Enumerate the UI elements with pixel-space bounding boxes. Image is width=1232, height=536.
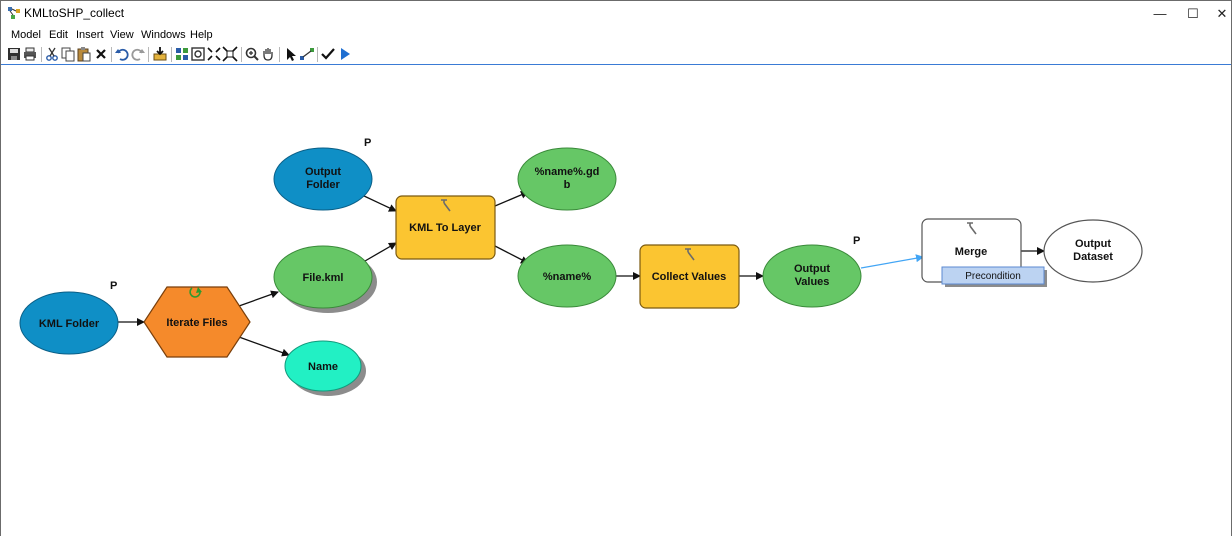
- fixed-zoom-in-icon[interactable]: [206, 46, 222, 62]
- maximize-icon: ☐: [1187, 5, 1199, 21]
- connector-output-values-precondition[interactable]: [860, 254, 924, 269]
- toolbar-separator: [317, 47, 318, 62]
- model-builder-app-icon: [8, 7, 20, 19]
- connector-output-folder-to-kml-to-layer[interactable]: [361, 194, 397, 212]
- hammer-icon: [967, 222, 977, 235]
- cut-icon[interactable]: [44, 46, 60, 62]
- node-name-variable[interactable]: %name%: [517, 244, 617, 308]
- toolbar-separator: [41, 47, 42, 62]
- window-title: KMLtoSHP_collect: [24, 6, 125, 20]
- connector-iterate-to-file-kml[interactable]: [238, 290, 279, 307]
- menu-windows[interactable]: Windows: [141, 29, 186, 41]
- node-name-gdb[interactable]: %name%.gd b: [517, 147, 617, 211]
- output-dataset-label-2: Dataset: [1073, 251, 1113, 263]
- name-gdb-label-1: %name%.gd: [535, 166, 600, 178]
- node-collect-values[interactable]: Collect Values: [639, 244, 740, 309]
- menu-insert[interactable]: Insert: [76, 29, 104, 41]
- kml-folder-label: KML Folder: [39, 318, 100, 330]
- add-data-icon[interactable]: [152, 46, 168, 62]
- collect-values-label: Collect Values: [652, 271, 727, 283]
- fixed-zoom-out-icon[interactable]: [222, 46, 238, 62]
- model-canvas[interactable]: KML Folder P Iterate Files Output Folder…: [1, 64, 1231, 536]
- close-button[interactable]: ✕: [1203, 1, 1232, 26]
- select-icon[interactable]: [283, 46, 299, 62]
- node-iterate-files[interactable]: Iterate Files: [143, 286, 251, 358]
- add-connection-icon[interactable]: [299, 46, 315, 62]
- node-name[interactable]: Name: [284, 340, 366, 396]
- paste-icon[interactable]: [76, 46, 92, 62]
- parameter-marker-output-values: P: [853, 235, 860, 247]
- kml-to-layer-label: KML To Layer: [409, 222, 481, 234]
- output-folder-label-2: Folder: [306, 179, 340, 191]
- node-merge[interactable]: Merge: [921, 218, 1022, 283]
- full-extent-icon[interactable]: [190, 46, 206, 62]
- connector-kml-to-layer-to-name-var[interactable]: [494, 245, 529, 264]
- node-output-dataset[interactable]: Output Dataset: [1043, 219, 1143, 283]
- menu-help[interactable]: Help: [190, 29, 213, 41]
- hammer-icon: [685, 248, 695, 261]
- close-icon: ✕: [1216, 5, 1228, 21]
- connector-kml-to-layer-to-gdb[interactable]: [494, 191, 529, 207]
- parameter-marker-kml-folder: P: [110, 280, 117, 292]
- save-icon[interactable]: [6, 46, 22, 62]
- iterate-icon: [189, 287, 201, 298]
- copy-icon[interactable]: [60, 46, 76, 62]
- precondition-tooltip: Precondition: [941, 266, 1047, 287]
- auto-layout-icon[interactable]: [174, 46, 190, 62]
- menu-view[interactable]: View: [110, 29, 134, 41]
- toolbar-separator: [111, 47, 112, 62]
- name-variable-label: %name%: [543, 271, 592, 283]
- output-values-label-1: Output: [794, 263, 830, 275]
- node-output-values[interactable]: Output Values: [762, 244, 862, 308]
- toolbar-separator: [171, 47, 172, 62]
- toolbar-separator: [148, 47, 149, 62]
- redo-icon[interactable]: [130, 46, 146, 62]
- menu-edit[interactable]: Edit: [49, 29, 68, 41]
- menu-model[interactable]: Model: [11, 29, 41, 41]
- name-label: Name: [308, 361, 338, 373]
- menu-bar: Model Edit Insert View Windows Help: [1, 28, 1231, 45]
- undo-icon[interactable]: [114, 46, 130, 62]
- name-gdb-label-2: b: [564, 179, 571, 191]
- minimize-icon: —: [1153, 6, 1167, 21]
- hammer-icon: [441, 199, 451, 212]
- toolbar-separator: [279, 47, 280, 62]
- print-icon[interactable]: [22, 46, 38, 62]
- run-icon[interactable]: [337, 46, 353, 62]
- iterate-files-label: Iterate Files: [166, 317, 227, 329]
- output-dataset-label-1: Output: [1075, 238, 1111, 250]
- node-kml-folder[interactable]: KML Folder: [19, 291, 119, 355]
- connector-iterate-to-name[interactable]: [238, 336, 290, 357]
- connector-file-kml-to-kml-to-layer[interactable]: [364, 242, 397, 262]
- toolbar: [1, 45, 1231, 64]
- minimize-button[interactable]: —: [1141, 1, 1179, 26]
- maximize-button[interactable]: ☐: [1174, 1, 1212, 26]
- node-output-folder[interactable]: Output Folder: [273, 147, 373, 211]
- precondition-label: Precondition: [965, 271, 1021, 282]
- file-kml-label: File.kml: [303, 272, 344, 284]
- delete-icon[interactable]: [93, 46, 109, 62]
- output-folder-label-1: Output: [305, 166, 341, 178]
- zoom-in-icon[interactable]: [244, 46, 260, 62]
- node-file-kml[interactable]: File.kml: [273, 245, 377, 313]
- title-bar: KMLtoSHP_collect — ☐ ✕: [1, 1, 1231, 26]
- output-values-label-2: Values: [795, 276, 830, 288]
- parameter-marker-output-folder: P: [364, 137, 371, 149]
- node-kml-to-layer[interactable]: KML To Layer: [395, 195, 496, 260]
- merge-label: Merge: [955, 246, 987, 258]
- toolbar-separator: [241, 47, 242, 62]
- model-diagram: KML Folder P Iterate Files Output Folder…: [19, 137, 1143, 396]
- pan-icon[interactable]: [260, 46, 276, 62]
- validate-icon[interactable]: [320, 46, 336, 62]
